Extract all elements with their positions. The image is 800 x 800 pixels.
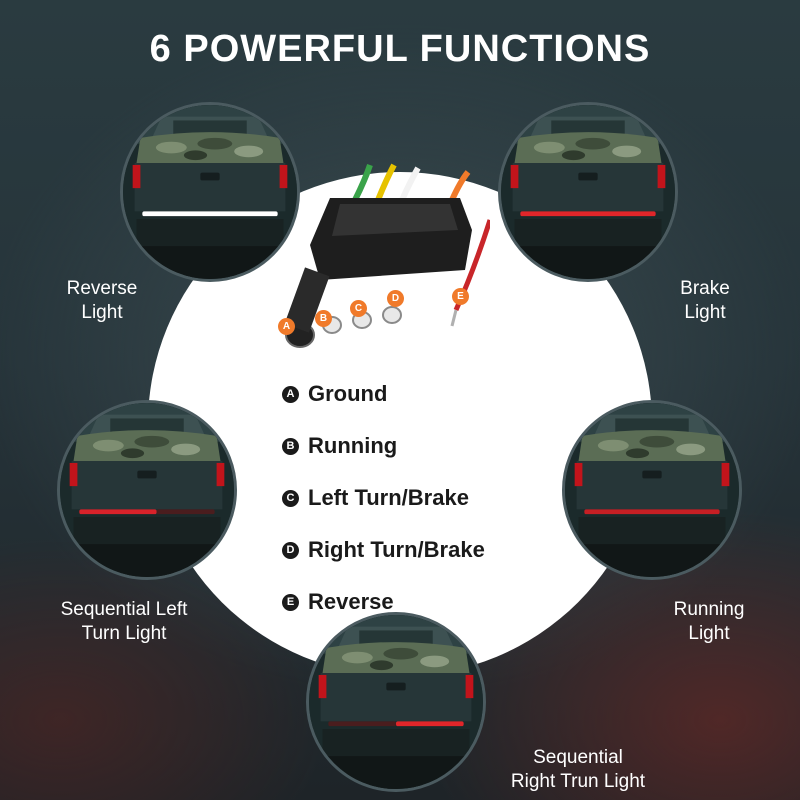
- wire-white: [399, 166, 421, 202]
- truck-image: [501, 105, 675, 279]
- light-bar: [396, 721, 464, 727]
- legend-item: A Ground: [282, 368, 485, 420]
- pin-legend: A Ground B Running C Left Turn/Brake D R…: [282, 368, 485, 628]
- wire-orange: [449, 170, 471, 202]
- pin-label-d: D: [387, 290, 404, 307]
- letter-badge: B: [282, 437, 299, 455]
- brake-light-bubble: [498, 102, 678, 282]
- letter-badge: E: [282, 593, 299, 611]
- legend-item: E Reverse: [282, 576, 485, 628]
- pin-label-c: C: [350, 300, 367, 317]
- connector-illustration: [284, 163, 490, 348]
- legend-label: Ground: [308, 381, 388, 406]
- letter-badge: A: [282, 385, 299, 403]
- pin-label-a: A: [278, 318, 295, 335]
- truck-image: [123, 105, 297, 279]
- pin-d: [382, 306, 402, 324]
- page-title: 6 POWERFUL FUNCTIONS: [149, 28, 651, 70]
- light-bar: [584, 509, 720, 515]
- legend-label: Reverse: [308, 589, 394, 614]
- sequential-right-turn-caption: Sequential Right Trun Light: [510, 747, 646, 792]
- light-bar: [142, 211, 278, 217]
- legend-item: B Running: [282, 420, 485, 472]
- legend-item: D Right Turn/Brake: [282, 524, 485, 576]
- truck-image: [309, 615, 483, 789]
- running-light-bubble: [562, 400, 742, 580]
- wire-green: [352, 164, 373, 202]
- reverse-light-bubble: [120, 102, 300, 282]
- sequential-right-turn-bubble: [306, 612, 486, 792]
- running-light-caption: Running Light: [673, 599, 745, 644]
- light-bar: [520, 211, 656, 217]
- truck-image: [60, 403, 234, 577]
- letter-badge: D: [282, 541, 299, 559]
- light-bar: [79, 509, 157, 515]
- pin-label-e: E: [452, 288, 469, 305]
- legend-item: C Left Turn/Brake: [282, 472, 485, 524]
- legend-label: Running: [308, 433, 398, 458]
- truck-image: [565, 403, 739, 577]
- sequential-left-turn-bubble: [57, 400, 237, 580]
- letter-badge: C: [282, 489, 299, 507]
- pin-label-b: B: [315, 310, 332, 327]
- brake-light-caption: Brake Light: [680, 278, 730, 323]
- wire-yellow: [375, 163, 397, 202]
- legend-label: Left Turn/Brake: [308, 485, 469, 510]
- legend-label: Right Turn/Brake: [308, 537, 485, 562]
- sequential-left-turn-caption: Sequential Left Turn Light: [60, 599, 188, 644]
- reverse-light-caption: Reverse Light: [66, 278, 138, 323]
